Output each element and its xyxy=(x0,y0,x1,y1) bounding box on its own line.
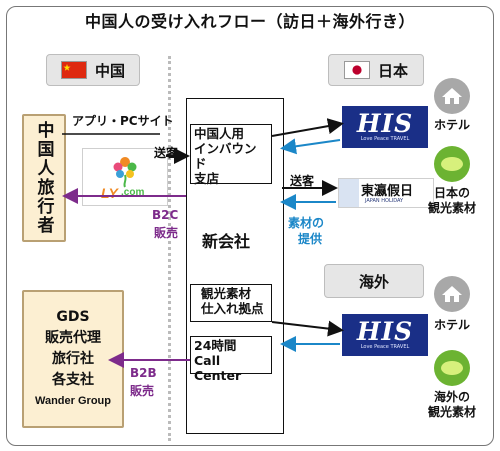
gds-line-4: 各支社 xyxy=(52,371,94,388)
gds-line-5: Wander Group xyxy=(35,394,111,407)
material-label-1: 素材の xyxy=(288,216,325,230)
gds-box: GDS 販売代理 旅行社 各支社 Wander Group xyxy=(22,290,124,428)
new-company-label: 新会社 xyxy=(202,232,251,251)
diagram-title: 中国人の受け入れフロー（訪日＋海外行き） xyxy=(84,12,415,31)
call-center-line-1: 24時間 xyxy=(194,338,237,353)
gds-line-3: 旅行社 xyxy=(52,350,94,367)
b2b-sales-label: 販売 xyxy=(130,384,155,398)
hotel-icon-japan xyxy=(434,78,470,114)
japan-material-line-1: 日本の xyxy=(433,186,470,200)
his-tagline-japan: Love Peace TRAVEL xyxy=(360,136,410,142)
hotel-label-overseas: ホテル xyxy=(433,318,470,332)
material-label-2: 提供 xyxy=(298,232,323,246)
overseas-material-line-1: 海外の xyxy=(433,390,470,404)
arrow-from-his-japan xyxy=(280,138,341,155)
sourcing-base-box: 観光素材 仕入れ拠点 xyxy=(190,284,272,322)
toei-holiday-logo: 東瀛假日 JAPAN HOLIDAY xyxy=(338,178,434,208)
gds-line-1: GDS xyxy=(56,308,90,325)
chinese-travelers-label: 中国人旅行者 xyxy=(33,121,54,235)
inbound-branch-box: 中国人用 インバウンド 支店 xyxy=(190,124,272,186)
japan-material-line-2: 観光素材 xyxy=(427,201,476,215)
camera-icon-overseas xyxy=(434,350,470,386)
send-label-right: 送客 xyxy=(290,174,315,188)
overseas-material-line-2: 観光素材 xyxy=(427,405,476,419)
sourcing-line-1: 観光素材 xyxy=(201,286,252,301)
his-logo-japan: HIS Love Peace TRAVEL xyxy=(342,106,428,148)
japan-flag-icon xyxy=(343,61,370,79)
chinese-travelers-box: 中国人旅行者 xyxy=(22,114,66,242)
overseas-material-label: 海外の 観光素材 xyxy=(424,390,480,420)
call-center-line-2: Call Center xyxy=(194,353,242,383)
toei-sub-text: JAPAN HOLIDAY xyxy=(365,198,404,204)
arrow-to-his-overseas xyxy=(271,320,344,337)
region-overseas-label: 海外 xyxy=(358,272,389,291)
inbound-line-3: 支店 xyxy=(194,171,220,186)
camera-icon-japan xyxy=(434,146,470,182)
call-center-box: 24時間 Call Center xyxy=(190,336,272,383)
region-japan-label: 日本 xyxy=(377,61,408,80)
hotel-icon-overseas xyxy=(434,276,470,312)
region-china: 中国 xyxy=(46,54,140,86)
ly-flower-icon xyxy=(113,157,137,188)
inbound-line-2: インバウンド xyxy=(194,141,257,171)
app-site-label: アプリ・PCサイト xyxy=(72,114,174,128)
region-japan: 日本 xyxy=(328,54,424,86)
china-flag-icon xyxy=(60,61,87,79)
ly-sub-text: .com xyxy=(121,187,145,198)
his-tagline-overseas: Love Peace TRAVEL xyxy=(360,344,410,350)
toei-wave-icon xyxy=(339,179,359,207)
inbound-line-1: 中国人用 xyxy=(194,126,245,141)
arrow-to-his-japan xyxy=(271,118,344,137)
b2c-label: B2C xyxy=(152,208,179,222)
his-logo-overseas: HIS Love Peace TRAVEL xyxy=(342,314,428,356)
his-logo-text-japan: HIS xyxy=(356,109,414,138)
japan-material-label: 日本の 観光素材 xyxy=(424,186,480,216)
b2c-sales-label: 販売 xyxy=(154,226,179,240)
divider-line xyxy=(168,56,171,441)
region-china-label: 中国 xyxy=(94,61,125,80)
sourcing-line-2: 仕入れ拠点 xyxy=(201,301,264,316)
toei-main-text: 東瀛假日 xyxy=(361,184,414,199)
b2b-label: B2B xyxy=(130,366,157,380)
hotel-label-japan: ホテル xyxy=(433,118,470,132)
his-logo-text-overseas: HIS xyxy=(356,317,414,346)
region-overseas: 海外 xyxy=(324,264,424,298)
gds-line-2: 販売代理 xyxy=(45,329,101,346)
